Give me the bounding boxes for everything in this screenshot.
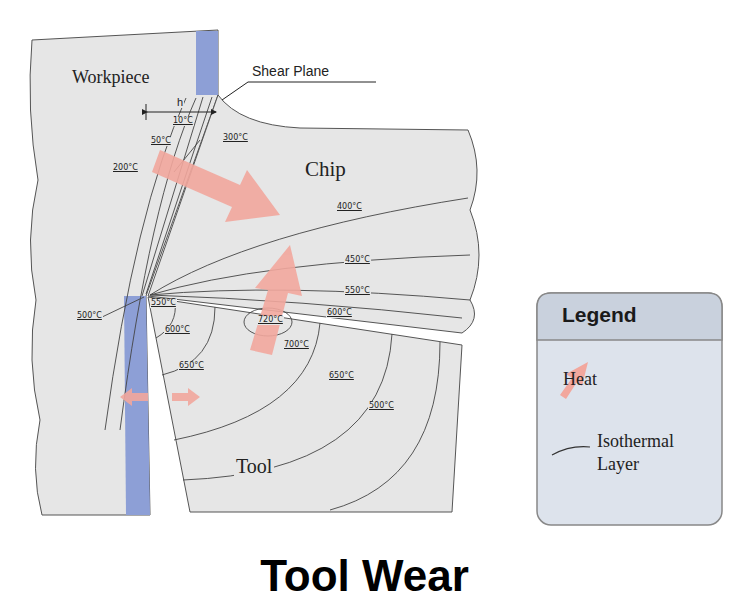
temperature-label: 400°C bbox=[336, 203, 363, 212]
dimension-line bbox=[147, 112, 216, 113]
temperature-label: 550°C bbox=[150, 299, 177, 308]
region-name: Chip bbox=[303, 158, 348, 181]
legend-header bbox=[537, 293, 722, 340]
temperature-label: 10°C bbox=[172, 117, 194, 126]
region-name: Tool bbox=[234, 455, 274, 477]
temperature-label: 550°C bbox=[344, 287, 371, 296]
tool-body bbox=[148, 297, 462, 512]
temperature-label: 500°C bbox=[368, 402, 395, 411]
legend-text: Heat bbox=[563, 368, 733, 391]
temperature-label: 450°C bbox=[344, 256, 371, 265]
machined-surface bbox=[124, 296, 150, 515]
legend-box bbox=[537, 293, 722, 525]
temperature-label: 600°C bbox=[326, 309, 353, 318]
dimension-label: h bbox=[176, 96, 184, 108]
legend-text: Isothermal Layer bbox=[597, 430, 697, 475]
leader-line bbox=[222, 82, 376, 100]
dimension-line bbox=[146, 104, 147, 120]
isotherms bbox=[100, 97, 470, 510]
machined-surface bbox=[196, 31, 218, 95]
legend-isotherm-swatch bbox=[552, 447, 590, 455]
temperature-label: 600°C bbox=[164, 326, 191, 335]
temperature-label: 300°C bbox=[222, 134, 249, 143]
caption: Tool Wear bbox=[0, 552, 733, 600]
temperature-label: 50°C bbox=[150, 137, 172, 146]
temperature-label: 650°C bbox=[328, 372, 355, 381]
region-label-box: Chip bbox=[303, 158, 348, 181]
heat-arrow bbox=[120, 150, 302, 406]
temperature-label: 700°C bbox=[283, 341, 310, 350]
chip-body bbox=[148, 95, 479, 333]
temperature-label: 200°C bbox=[112, 164, 139, 173]
temperature-label: 500°C bbox=[76, 312, 103, 321]
region-name: Workpiece bbox=[70, 68, 152, 88]
temperature-label: 720°C bbox=[257, 316, 284, 325]
temperature-label: 650°C bbox=[178, 362, 205, 371]
legend-title: Legend bbox=[562, 303, 637, 326]
region-label-box: Tool bbox=[234, 455, 274, 477]
shear-plane-label: Shear Plane bbox=[252, 64, 329, 79]
region-label-box: Workpiece bbox=[70, 68, 152, 88]
